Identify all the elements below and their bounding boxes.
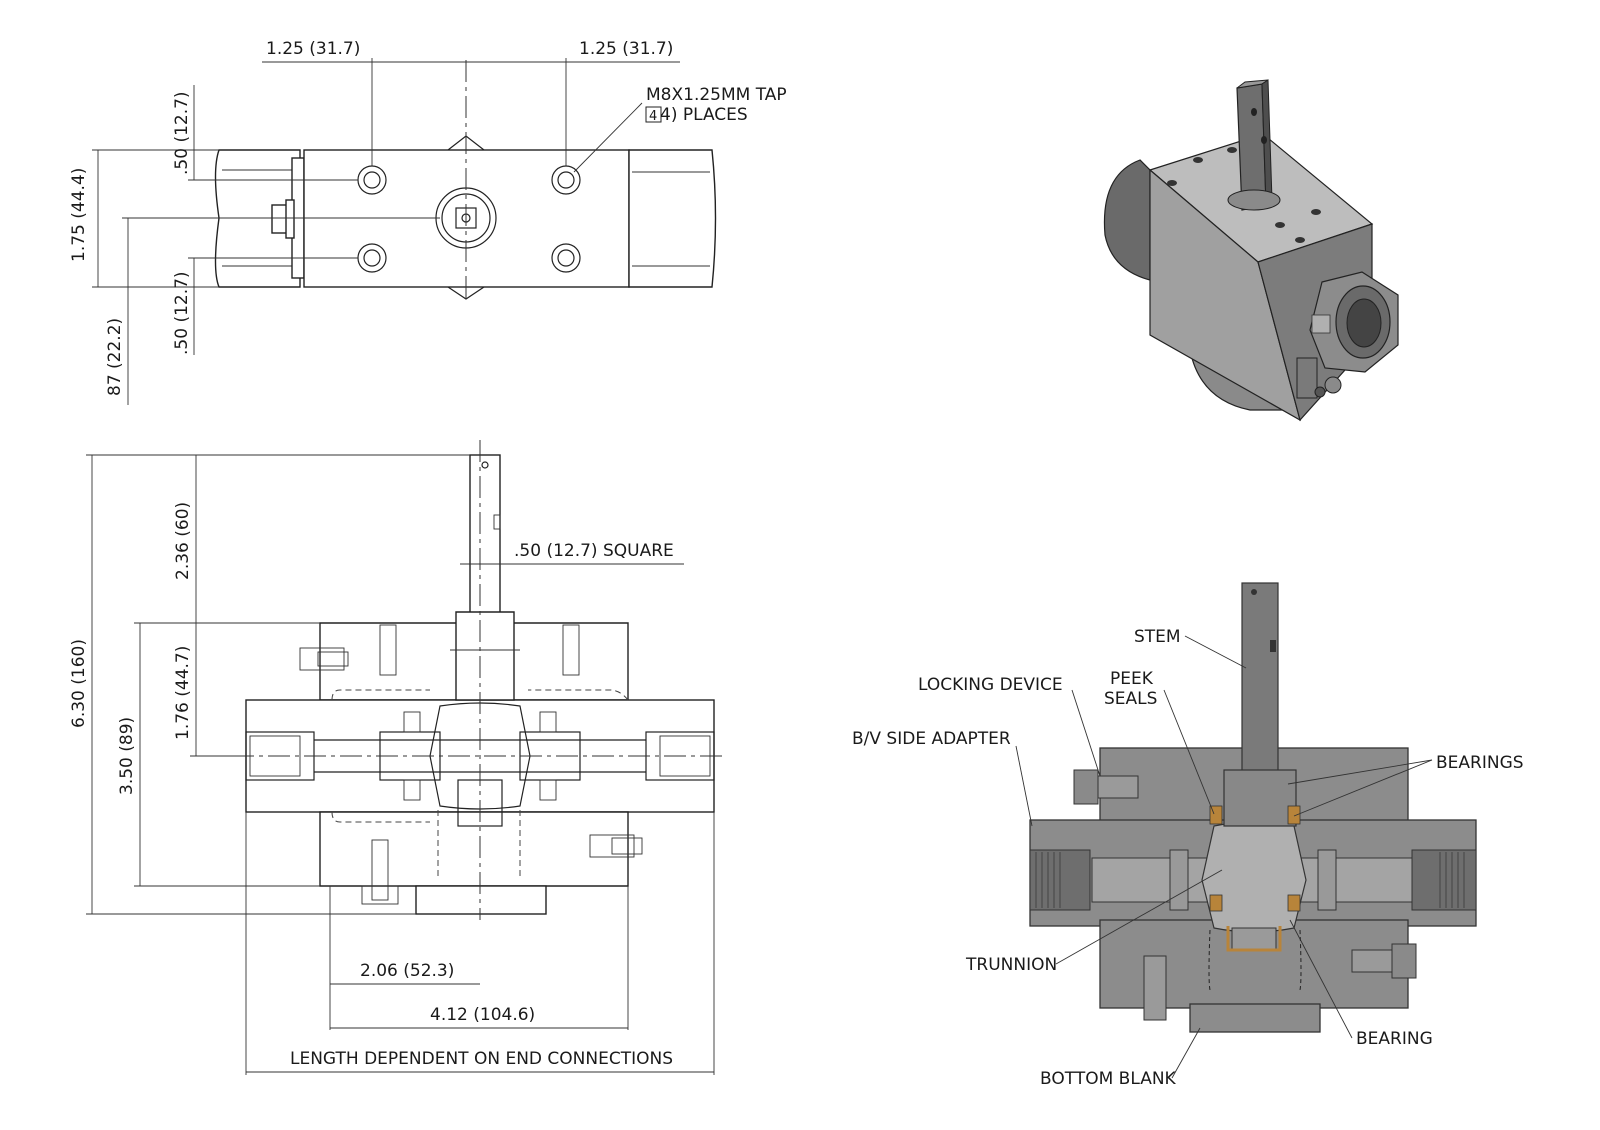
section-bottom-blank xyxy=(1189,1003,1321,1033)
label-bearings: BEARINGS xyxy=(1436,753,1524,773)
dim-overall-height: 6.30 (160) xyxy=(69,639,89,728)
left-hex-end xyxy=(214,149,301,288)
dim-right-width: 1.25 (31.7) xyxy=(579,39,673,59)
section-trunnion xyxy=(1201,821,1307,933)
tap-hole-4 xyxy=(551,243,581,273)
section-stem xyxy=(1223,582,1297,827)
dim-center-offset: 87 (22.2) xyxy=(105,318,125,396)
label-locking-device: LOCKING DEVICE xyxy=(918,675,1063,695)
iso-hex-fitting xyxy=(1309,271,1399,373)
dim-stem-height: 2.36 (60) xyxy=(173,502,193,580)
dim-length-note: LENGTH DEPENDENT ON END CONNECTIONS xyxy=(290,1049,673,1069)
front-stem xyxy=(450,454,520,701)
label-trunnion: TRUNNION xyxy=(965,955,1057,975)
iso-locking-device xyxy=(1296,357,1342,399)
label-bearing: BEARING xyxy=(1356,1029,1433,1049)
dim-lower-offset: .50 (12.7) xyxy=(172,271,192,355)
tap-count: 4 xyxy=(649,109,657,124)
label-peek-line1: PEEK xyxy=(1110,669,1154,689)
section-view: STEM LOCKING DEVICE PEEK SEALS B/V SIDE … xyxy=(852,582,1524,1089)
right-hex-end xyxy=(628,149,717,288)
dim-left-width: 1.25 (31.7) xyxy=(266,39,360,59)
tap-note-line1: M8X1.25MM TAP xyxy=(646,85,787,105)
dim-stem-square: .50 (12.7) SQUARE xyxy=(514,541,674,561)
front-bottom-blank xyxy=(415,885,547,915)
dim-body-height: 1.75 (44.4) xyxy=(69,168,89,262)
section-locking-bolt xyxy=(1073,769,1139,805)
label-bottom-blank: BOTTOM BLANK xyxy=(1040,1069,1177,1089)
dim-center-height: 1.76 (44.7) xyxy=(173,646,193,740)
label-peek-line2: SEALS xyxy=(1104,689,1157,709)
lower-bonnet xyxy=(319,811,629,887)
label-stem: STEM xyxy=(1134,627,1181,647)
label-bv-side-adapter: B/V SIDE ADAPTER xyxy=(852,729,1011,749)
dim-upper-offset: .50 (12.7) xyxy=(172,91,192,175)
dim-body-width: 4.12 (104.6) xyxy=(430,1005,535,1025)
tap-count-box xyxy=(645,106,662,123)
iso-stem xyxy=(1227,79,1281,211)
isometric-view xyxy=(1103,79,1399,422)
front-view: 6.30 (160) 2.36 (60) 1.76 (44.7) 3.50 (8… xyxy=(69,440,726,1075)
top-view: 1.25 (31.7) 1.25 (31.7) M8X1.25MM TAP 4 … xyxy=(69,39,787,405)
tap-note-line2: 4) PLACES xyxy=(660,105,748,125)
dim-half-width: 2.06 (52.3) xyxy=(360,961,454,981)
dim-body-height: 3.50 (89) xyxy=(117,717,137,795)
